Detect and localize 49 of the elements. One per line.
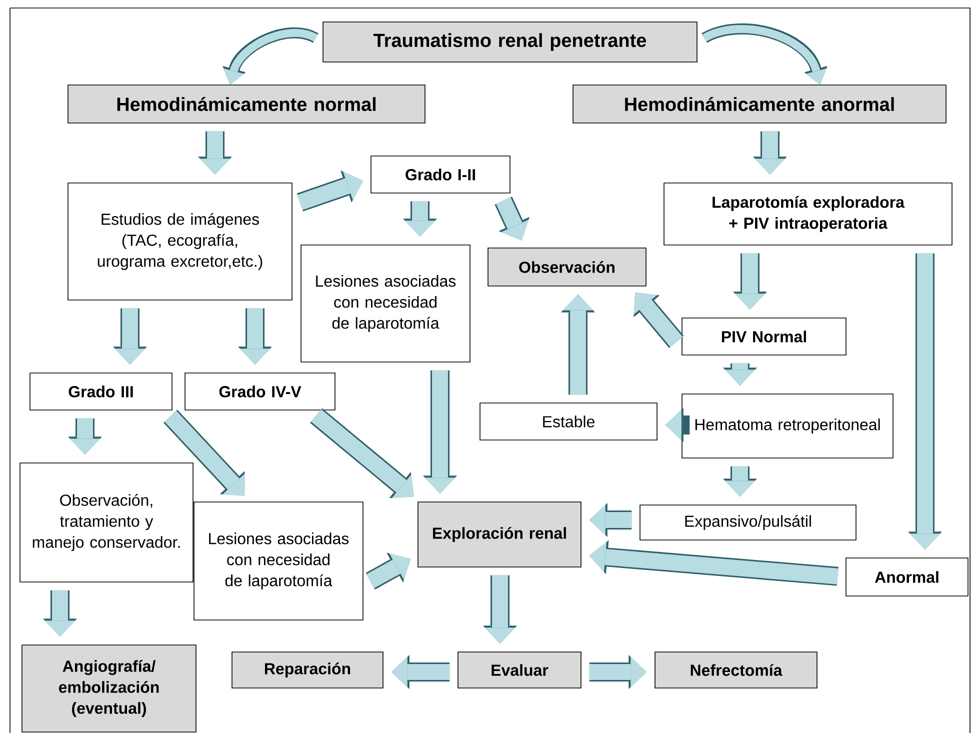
block-arrow — [43, 590, 77, 637]
block-arrow — [723, 466, 757, 497]
block-arrow — [733, 253, 767, 310]
block-arrow — [589, 503, 632, 537]
block-arrow — [561, 294, 595, 395]
process-box: Anormal — [846, 558, 968, 596]
process-box: Hematoma retroperitoneal — [682, 394, 894, 458]
block-arrow — [403, 201, 437, 237]
process-box: PIV Normal — [682, 318, 846, 356]
process-box: Expansivo/pulsátil — [640, 504, 856, 540]
process-box: Evaluar — [458, 652, 582, 688]
process-box: Nefrectomía — [654, 652, 818, 688]
block-arrow — [723, 363, 757, 386]
block-arrow — [483, 575, 517, 644]
process-box: Grado III — [30, 372, 172, 410]
process-box: Lesiones asociadas con necesidad de laparotomía — [300, 244, 470, 362]
process-box: Estudios de imágenes (TAC, ecografía, urograma excretor,etc.) — [68, 182, 292, 300]
block-arrow — [310, 408, 414, 498]
process-box: Grado I-II — [370, 156, 510, 194]
process-box: Observación — [488, 248, 646, 286]
process-box: Observación, tratamiento y manejo conservador. — [20, 462, 194, 582]
block-arrow — [296, 170, 364, 212]
block-arrow — [164, 410, 245, 496]
process-box: Angiografía/ embolización (eventual) — [22, 644, 196, 732]
block-arrow — [198, 131, 232, 175]
block-arrow — [908, 253, 942, 550]
block-arrow — [494, 196, 530, 240]
block-arrow — [753, 131, 787, 175]
process-box: Laparotomía exploradora + PIV intraoperatoria — [664, 182, 952, 246]
process-box: Traumatismo renal penetrante — [322, 22, 698, 62]
block-arrow — [589, 540, 838, 586]
block-arrow — [702, 24, 828, 85]
process-box: Hemodinámicamente anormal — [572, 84, 946, 124]
block-arrow — [423, 370, 457, 494]
process-box: Exploración renal — [418, 502, 582, 568]
process-box: Grado IV-V — [184, 372, 336, 410]
block-arrow — [391, 655, 450, 689]
block-arrow — [366, 552, 411, 590]
process-box: Lesiones asociadas con necesidad de laparotomía — [194, 502, 364, 620]
process-box: Hemodinámicamente normal — [68, 84, 426, 124]
block-arrow — [665, 408, 690, 442]
process-box: Reparación — [232, 652, 384, 688]
block-arrow — [238, 308, 272, 365]
block-arrow — [113, 308, 147, 365]
process-box: Estable — [480, 402, 658, 440]
block-arrow — [222, 27, 318, 85]
block-arrow — [68, 418, 102, 455]
block-arrow — [634, 292, 684, 348]
block-arrow — [589, 655, 647, 689]
